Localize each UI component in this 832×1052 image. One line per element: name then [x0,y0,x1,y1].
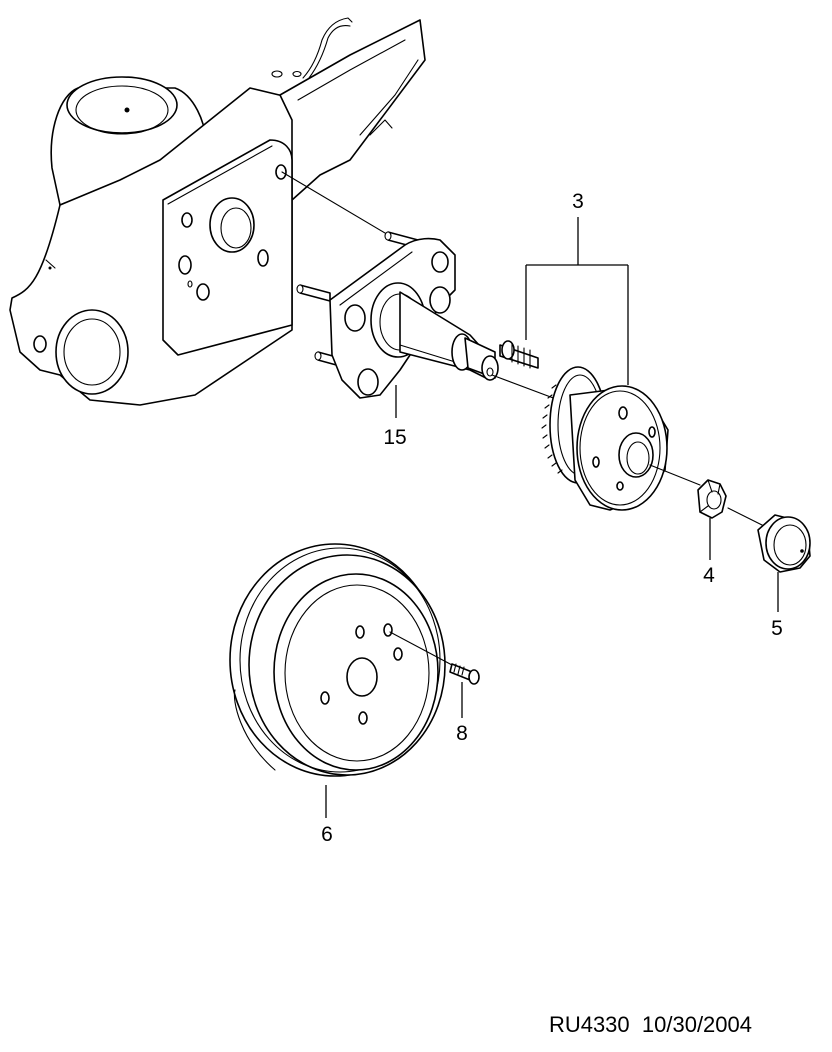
callout-3: 3 [572,190,584,213]
callout-6: 6 [321,823,333,846]
callout-leaders [325,217,779,818]
drawing-code: RU4330 [548,1012,630,1037]
hub-assembly [499,340,669,511]
drawing-footer: RU4330 10/30/2004 [549,1012,752,1038]
brake-drum [229,543,446,777]
assembly-axis-line [281,171,391,237]
drawing-date: 10/30/2004 [641,1012,752,1037]
callout-5: 5 [771,617,783,640]
callout-8: 8 [456,722,468,745]
callout-15: 15 [383,426,406,449]
backing-plate-assembly [296,231,499,399]
axle-housing [9,17,426,406]
cap-axis-line [727,507,769,529]
drum-screw [449,663,480,685]
callout-4: 4 [703,564,715,587]
hub-nut [697,479,727,519]
hub-axis-line [649,464,701,486]
screw-axis-line [389,631,453,666]
hub-cap [757,514,811,573]
